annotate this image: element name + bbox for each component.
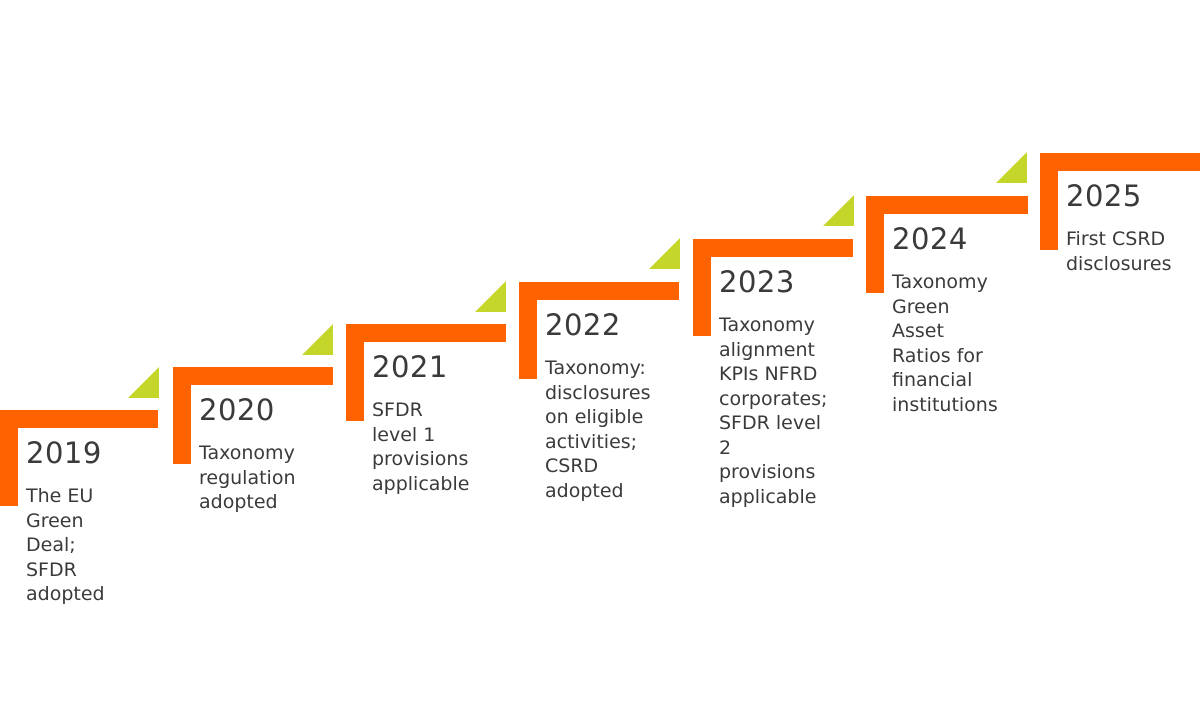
step-bar-vertical (173, 367, 191, 464)
milestone-description: SFDR level 1 provisions applicable (372, 399, 470, 495)
step-bar-horizontal (346, 324, 506, 342)
step-bar-vertical (346, 324, 364, 421)
step-bar-vertical (519, 282, 537, 379)
milestone-description: Taxonomy regulation adopted (199, 442, 296, 513)
milestone-description: Taxonomy alignment KPIs NFRD corporates;… (719, 314, 828, 508)
milestone-description: First CSRD disclosures (1066, 228, 1172, 275)
step-bar-horizontal (866, 196, 1028, 214)
milestone-description: Taxonomy Green Asset Ratios for financia… (892, 271, 998, 416)
step-bar-vertical (1040, 153, 1058, 250)
step-bar-horizontal (519, 282, 679, 300)
step-bar-horizontal (693, 239, 853, 257)
milestone-year: 2021 (372, 350, 448, 384)
step-bar-horizontal (1040, 153, 1200, 171)
step-bar-horizontal (173, 367, 333, 385)
milestone-year: 2022 (545, 308, 621, 342)
milestone-description: Taxonomy: disclosures on eligible activi… (545, 357, 651, 502)
milestone-year: 2023 (719, 265, 795, 299)
step-bar-horizontal (0, 410, 158, 428)
triangle-arrow-icon (128, 367, 159, 398)
triangle-arrow-icon (649, 238, 680, 269)
milestone-description: The EU Green Deal; SFDR adopted (26, 485, 105, 605)
triangle-arrow-icon (823, 195, 854, 226)
triangle-arrow-icon (302, 324, 333, 355)
milestone-year: 2024 (892, 222, 968, 256)
triangle-arrow-icon (475, 281, 506, 312)
milestone-year: 2019 (26, 436, 102, 470)
milestone-year: 2025 (1066, 179, 1142, 213)
milestone-year: 2020 (199, 393, 275, 427)
step-bar-vertical (866, 196, 884, 293)
step-bar-vertical (0, 410, 18, 506)
step-bar-vertical (693, 239, 711, 336)
triangle-arrow-icon (996, 152, 1027, 183)
